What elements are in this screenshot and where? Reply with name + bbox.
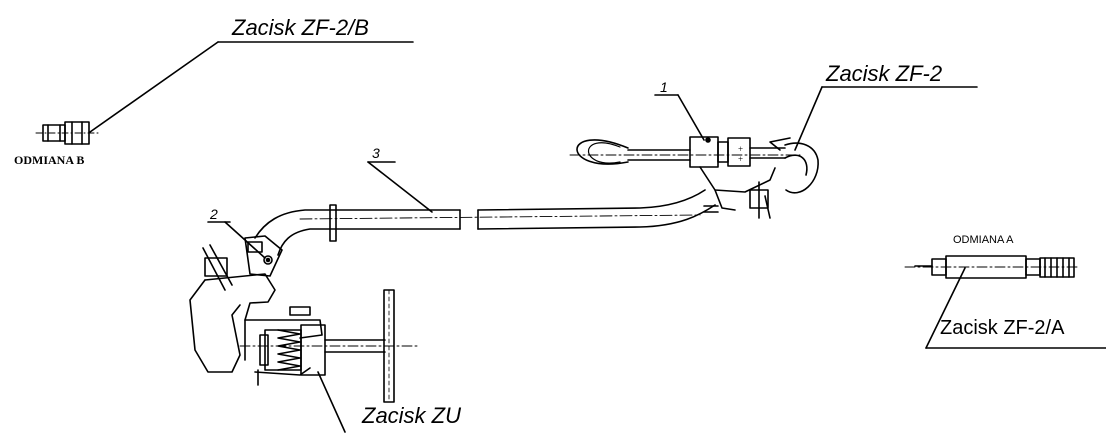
clamp-zu [189, 221, 421, 403]
label-zacisk-zf2a: Zacisk ZF-2/A [940, 317, 1065, 339]
spring [277, 329, 301, 371]
callout-1: 1 [660, 79, 668, 95]
label-zacisk-zf2b: Zacisk ZF-2/B [232, 15, 369, 40]
leader-zu [317, 371, 346, 433]
label-odmiana-a: ODMIANA A [953, 234, 1014, 246]
upper-clamp-zf2: + + [569, 136, 819, 219]
callout-2: 2 [210, 206, 218, 222]
svg-text:+: + [738, 154, 743, 164]
variant-b-part [35, 121, 99, 145]
variant-a-part [904, 255, 1081, 279]
conductor-tube [254, 94, 716, 256]
label-odmiana-b: ODMIANA B [14, 153, 85, 167]
leader-zf2 [794, 86, 978, 151]
label-zacisk-zu: Zacisk ZU [362, 403, 461, 428]
svg-text:+: + [738, 144, 743, 154]
leader-zf2b [89, 41, 414, 133]
leader-zf2a [925, 267, 1106, 349]
callout-3: 3 [372, 145, 380, 161]
label-zacisk-zf2: Zacisk ZF-2 [826, 61, 943, 86]
